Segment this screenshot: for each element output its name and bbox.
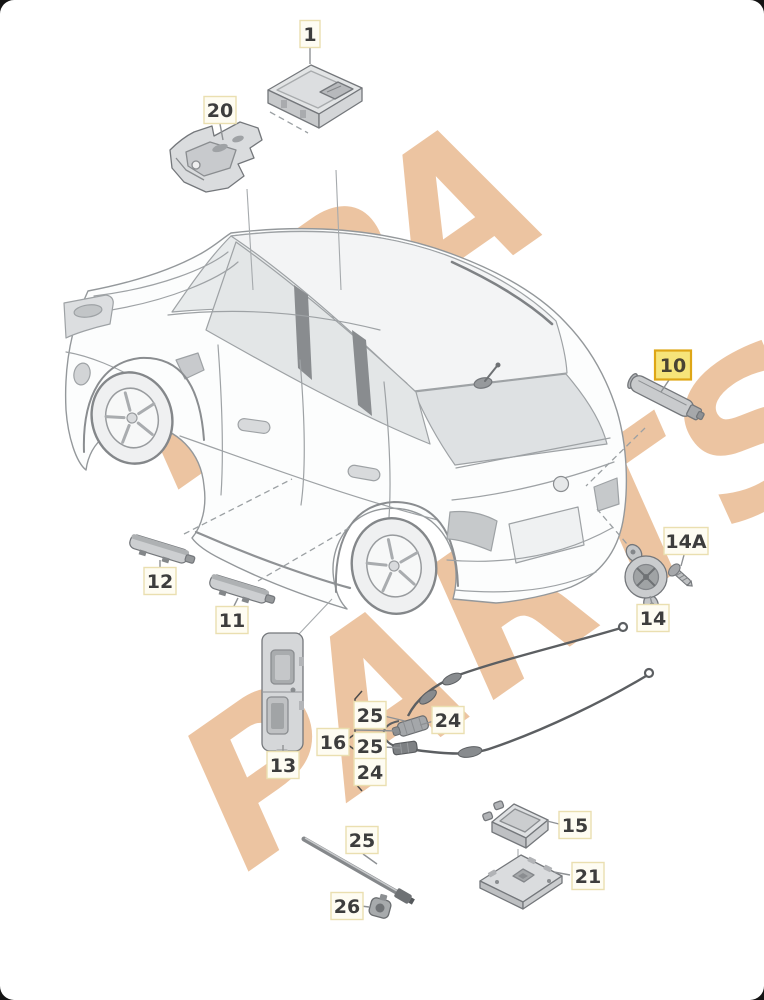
callout-24-group-box: [353, 757, 387, 787]
car-rear-bumper-line-2: [454, 571, 597, 593]
part-14a-screw[interactable]: [666, 562, 697, 591]
part-15-module[interactable]: [482, 800, 549, 849]
part-14-sounder[interactable]: [623, 542, 668, 615]
car-door-handle-rear: [347, 464, 381, 482]
callout-24-group[interactable]: 24: [353, 757, 387, 787]
callout-12-box: [143, 566, 177, 596]
reference-lines: [183, 111, 646, 858]
car-tailgate-crease-2: [451, 461, 615, 501]
callout-14-number: 14: [640, 608, 666, 630]
part-26-base-nut[interactable]: [368, 893, 392, 920]
callout-21[interactable]: 21: [571, 861, 605, 891]
car-door-seam-2: [299, 359, 305, 506]
callout-12[interactable]: 12: [143, 566, 177, 596]
callout-10[interactable]: 10: [653, 349, 693, 381]
callout-21-box: [571, 861, 605, 891]
callout-26[interactable]: 26: [330, 891, 364, 921]
car-door-handle-front: [237, 418, 271, 434]
car-rear-bumper-line-1: [446, 527, 613, 562]
callout-15[interactable]: 15: [558, 810, 592, 840]
callout-24-side-box: [431, 705, 465, 735]
callout-15-number: 15: [562, 815, 588, 837]
car-taillight-right: [593, 477, 620, 512]
car-rear-wheel: [350, 517, 438, 615]
callout-1[interactable]: 1: [299, 19, 321, 49]
callout-25-top[interactable]: 25: [353, 700, 387, 730]
callout-16[interactable]: 16: [316, 727, 350, 757]
callout-21-number: 21: [575, 866, 601, 888]
callout-26-number: 26: [334, 896, 360, 918]
callout-11-box: [215, 605, 249, 635]
callout-11[interactable]: 11: [215, 605, 249, 635]
callout-14-box: [636, 603, 670, 633]
callout-13-box: [266, 750, 300, 780]
car-fog-vent: [73, 362, 91, 386]
callout-24-side[interactable]: 24: [431, 705, 465, 735]
car-rear-window: [413, 373, 608, 466]
car-front-arch: [82, 356, 205, 453]
car-cowl: [167, 310, 381, 331]
car-rear-arch: [334, 501, 459, 593]
car-headlight-lens: [73, 304, 103, 318]
car-roof: [230, 230, 568, 392]
car-hood-crease-2: [97, 261, 239, 313]
callout-20[interactable]: 20: [203, 95, 237, 125]
part-20-bracket[interactable]: [169, 121, 263, 193]
leader-lines: [159, 48, 685, 908]
car-tailgate-crease-1: [455, 437, 611, 469]
car-taillight-left: [446, 510, 498, 552]
car-body-crease: [179, 435, 439, 521]
callout-25-mast[interactable]: 25: [345, 825, 379, 855]
callout-25-top-number: 25: [357, 705, 383, 727]
car-b-pillar: [294, 285, 312, 380]
car-roof-rail-right: [450, 260, 554, 326]
car-c-pillar: [352, 330, 372, 416]
callout-25-mid-box: [353, 731, 387, 761]
callout-15-box: [558, 810, 592, 840]
car-roof-antenna: [473, 362, 501, 389]
car-license-recess: [508, 506, 585, 564]
callout-1-number: 1: [303, 24, 316, 46]
part-21-base-plate[interactable]: [479, 854, 563, 910]
callout-24-side-number: 24: [435, 710, 461, 732]
part-13-module[interactable]: [261, 632, 304, 754]
car-brand-emblem: [552, 475, 570, 493]
callout-14[interactable]: 14: [636, 603, 670, 633]
callout-10-number: 10: [660, 355, 686, 377]
connector-25[interactable]: [392, 740, 418, 756]
callout-11-number: 11: [219, 610, 245, 632]
callout-14a-box: [663, 526, 709, 556]
callout-10-box: [653, 349, 693, 381]
callout-20-box: [203, 95, 237, 125]
car-front-wheel: [90, 371, 174, 465]
vehicle-illustration: [63, 227, 628, 615]
callout-26-box: [330, 891, 364, 921]
callout-14a[interactable]: 14A: [663, 526, 709, 556]
part-11-antenna-bar[interactable]: [207, 574, 276, 611]
car-door-seam-3: [383, 381, 391, 531]
callout-1-box: [299, 19, 321, 49]
part-12-antenna-bar[interactable]: [127, 534, 196, 571]
car-sill: [194, 530, 352, 590]
callout-25-mast-box: [345, 825, 379, 855]
callout-16-number: 16: [320, 732, 346, 754]
callout-25-mid-number: 25: [357, 736, 383, 758]
callout-14a-number: 14A: [665, 531, 706, 553]
callout-24-group-number: 24: [357, 762, 383, 784]
part-1-control-module[interactable]: [267, 64, 363, 129]
car-hood-crease-1: [93, 251, 229, 297]
callout-25-mast-number: 25: [349, 830, 375, 852]
part-25-antenna-mast[interactable]: [301, 836, 416, 906]
part-10-antenna-module[interactable]: [626, 372, 707, 425]
callout-13-number: 13: [270, 755, 296, 777]
callout-13[interactable]: 13: [266, 750, 300, 780]
callout-25-top-box: [353, 700, 387, 730]
callout-20-number: 20: [207, 100, 233, 122]
callout-25-mid[interactable]: 25: [353, 731, 387, 761]
callout-12-number: 12: [147, 571, 173, 593]
car-door-seam-1: [217, 344, 224, 496]
callout-16-box: [316, 727, 350, 757]
part-16-cable-set[interactable]: [382, 621, 655, 759]
